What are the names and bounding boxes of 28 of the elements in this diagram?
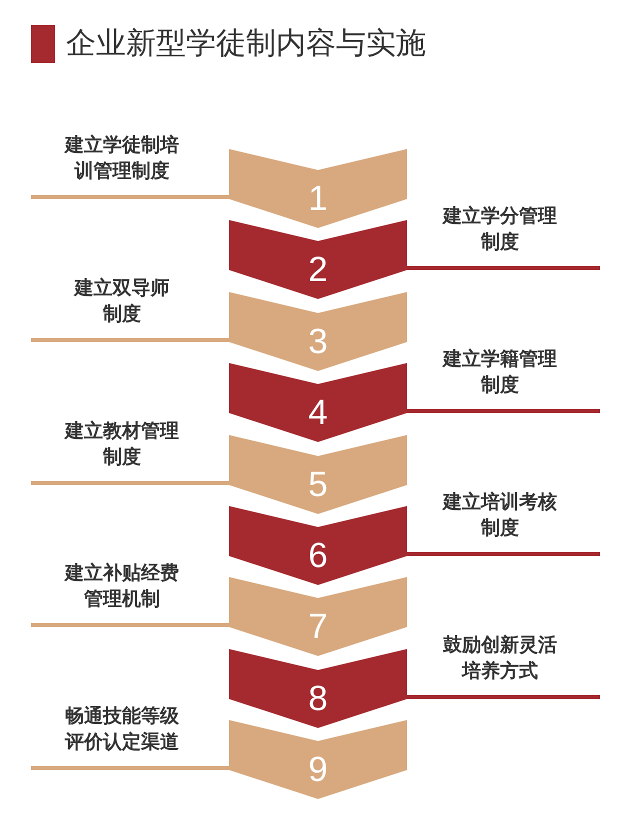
- step-number: 3: [308, 324, 328, 359]
- step-number: 8: [308, 681, 328, 716]
- label-text: 建立学分管理制度: [442, 204, 558, 255]
- label-text: 建立学徒制培训管理制度: [64, 133, 180, 184]
- label-text: 建立学籍管理制度: [442, 347, 558, 398]
- title: 企业新型学徒制内容与实施: [66, 25, 426, 63]
- step-number: 1: [308, 181, 328, 216]
- step-number: 6: [308, 538, 328, 573]
- leader-line: [407, 409, 600, 413]
- step-number: 5: [308, 467, 328, 502]
- label-text: 建立双导师制度: [74, 276, 170, 327]
- leader-line: [31, 766, 229, 770]
- leader-line: [31, 338, 229, 342]
- step-number: 2: [308, 252, 328, 287]
- leader-line: [407, 552, 600, 556]
- label-text: 鼓励创新灵活培养方式: [442, 633, 558, 684]
- leader-line: [407, 695, 600, 699]
- leader-line: [407, 266, 600, 270]
- label-text: 畅通技能等级评价认定渠道: [64, 704, 180, 755]
- leader-line: [31, 481, 229, 485]
- step-number: 7: [308, 609, 328, 644]
- leader-line: [31, 195, 229, 199]
- step-number: 9: [308, 752, 328, 787]
- label-text: 建立教材管理制度: [64, 419, 180, 470]
- label-text: 建立培训考核制度: [442, 490, 558, 541]
- step-number: 4: [308, 395, 328, 430]
- leader-line: [31, 623, 229, 627]
- label-text: 建立补贴经费管理机制: [64, 561, 180, 612]
